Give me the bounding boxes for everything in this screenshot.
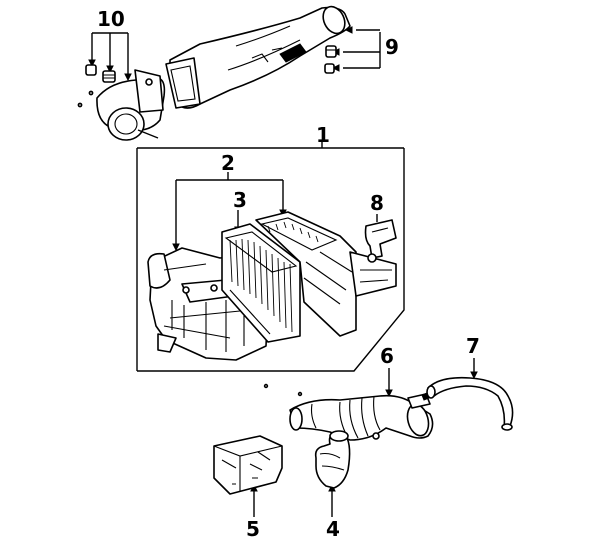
part-9-clamps bbox=[324, 45, 337, 74]
part-mass-airflow-adapter bbox=[96, 69, 166, 141]
callout-3: 3 bbox=[233, 188, 247, 212]
part-2-air-cleaner-cap bbox=[255, 211, 397, 337]
callout-9: 9 bbox=[385, 35, 399, 59]
part-4-elbow-hose bbox=[314, 430, 351, 489]
part-3-air-filter-element bbox=[221, 223, 301, 343]
part-6-intake-hose bbox=[289, 392, 434, 441]
callout-10: 10 bbox=[97, 7, 125, 31]
callout-6: 6 bbox=[380, 344, 394, 368]
decorative-marks bbox=[263, 383, 303, 397]
callout-7: 7 bbox=[466, 334, 480, 358]
part-intake-duct bbox=[165, 5, 351, 109]
part-7-breather-hose bbox=[426, 376, 514, 431]
callout-8: 8 bbox=[370, 191, 384, 215]
part-10-nuts bbox=[77, 64, 116, 108]
part-5-resonator bbox=[213, 435, 283, 495]
callout-1: 1 bbox=[316, 123, 330, 147]
callout-4: 4 bbox=[326, 517, 340, 541]
callout-2: 2 bbox=[221, 151, 235, 175]
callout-5: 5 bbox=[246, 517, 260, 541]
part-8-sensor bbox=[364, 219, 397, 263]
